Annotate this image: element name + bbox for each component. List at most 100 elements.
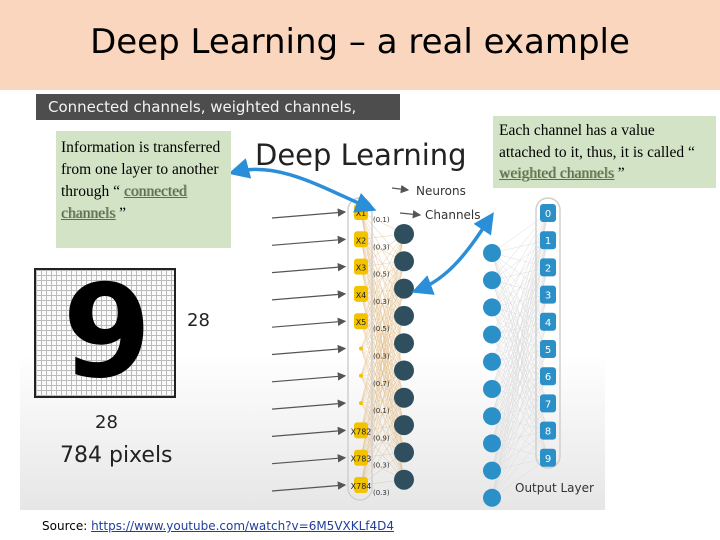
second-layer-neuron [483,488,501,507]
hidden-neuron [394,305,414,326]
hidden-neuron [394,360,414,381]
digit-glyph: 9 [62,258,152,407]
output-neuron [540,312,556,331]
channel-line [491,294,549,498]
channel-line [360,261,405,486]
input-arrow [271,235,347,246]
input-arrow [271,344,347,356]
title-bar: Deep Learning – a real example [0,0,720,90]
input-arrow [271,290,347,301]
input-neuron-label: X782 [351,427,372,436]
channel-line [360,397,405,486]
output-neuron-label: 5 [545,345,551,356]
source-label: Source: [42,519,92,533]
hidden-neuron [394,224,414,244]
input-neuron [354,313,368,330]
input-neuron [354,477,368,493]
hidden-neuron [394,251,414,272]
input-arrow [271,372,347,383]
output-neuron-label: 7 [545,399,551,410]
connected-channels-callout: Information is transferred from one laye… [56,131,231,248]
input-neuron [354,422,368,439]
channel-weight-label: (0.3) [373,489,390,497]
channel-line [360,233,405,486]
output-neuron [540,204,556,222]
channel-line [491,403,549,498]
channel-line [491,212,549,281]
connected-channels-arrow [228,158,377,213]
pixel-count-label: 784 pixels [60,443,173,468]
output-neuron [540,448,556,467]
channels-pointer-arrow [399,210,422,219]
input-arrow [271,263,347,274]
output-neuron-label: 4 [545,318,551,329]
channel-weight-label: (0.5) [373,325,390,333]
channel-line [491,212,549,390]
output-layer-label: Output Layer [515,481,594,495]
input-neuron [354,231,368,248]
channel-line [491,267,549,498]
hidden-neuron [394,333,414,354]
channel-line [491,212,549,308]
input-neuron-dot [359,346,363,351]
second-layer-neuron [483,434,501,453]
input-neuron [354,285,368,302]
input-neuron-label: X5 [356,318,367,327]
channel-line [491,240,549,498]
output-neuron-label: 6 [545,372,551,383]
channel-weight-label: (0.9) [373,434,390,442]
hidden-neuron [394,469,414,490]
channel-line [491,321,549,498]
source-link[interactable]: https://www.youtube.com/watch?v=6M5VXKLf… [91,519,395,533]
second-layer-neuron [483,244,501,262]
output-neuron-label: 9 [545,454,551,465]
channel-weight-label: (0.3) [373,298,390,306]
network-labels: X1(0.1)X2(0.3)X3(0.5)X4(0.3)X5(0.5)(0.3)… [351,209,552,497]
channel-weight-label: (0.3) [373,243,390,251]
weighted-channels-callout: Each channel has a value attached to it,… [493,116,716,188]
hidden-neuron [394,415,414,436]
hidden-neuron [394,442,414,463]
input-arrow [271,454,347,465]
channel-line [491,212,549,254]
section-banner: Connected channels, weighted channels, [36,94,400,120]
weighted-channels-arrow [411,212,494,295]
output-layer-outline [535,197,561,469]
slide-title: Deep Learning – a real example [90,22,630,62]
input-arrow [271,208,347,219]
second-layer-neuron [483,461,501,480]
input-neuron-label: X783 [351,455,372,464]
channel-weight-label: (0.1) [373,407,390,415]
output-neuron-label: 3 [545,291,551,302]
channel-weight-label: (0.3) [373,353,390,361]
output-neuron [540,340,556,358]
second-layer-neuron [483,298,501,317]
digit-image: 9 [34,258,176,407]
output-neuron-label: 8 [545,427,551,438]
input-neuron [354,258,368,275]
hidden-neuron [394,278,414,299]
input-neuron-label: X3 [356,264,367,273]
hidden-neuron [394,387,414,408]
callout-left-highlight: connected channels [61,183,187,222]
channel-line [491,212,549,417]
channels-label: Channels [425,208,481,222]
channel-weight-label: (0.3) [373,462,390,470]
input-arrows [271,208,347,492]
output-neuron-label: 0 [545,209,551,220]
second-layer-neuron [483,352,501,371]
input-arrow [271,317,347,328]
channel-line [491,212,549,335]
output-neuron [540,394,556,413]
callout-right-suffix: ” [613,165,625,182]
network-nodes [354,204,556,507]
callout-left-text: Information is transferred from one laye… [61,139,221,200]
channel-line [491,430,549,498]
input-neuron-dot [359,401,363,406]
output-neuron-label: 2 [545,263,551,274]
callout-left-suffix: ” [115,205,126,222]
input-arrow [271,426,347,437]
input-neuron-label: X4 [356,291,367,300]
second-layer-neuron [483,380,501,398]
